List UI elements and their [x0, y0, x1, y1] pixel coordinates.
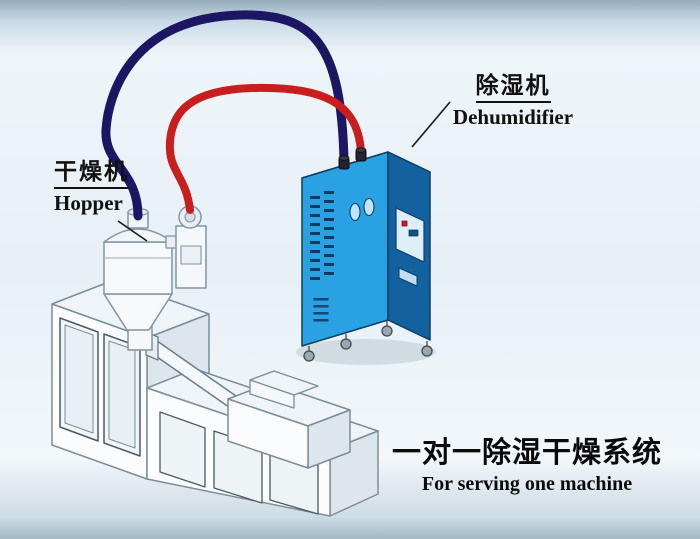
- hopper-body: [103, 241, 173, 295]
- dehumidifier-leader-line: [411, 101, 451, 148]
- caster-wheel-4: [421, 345, 433, 357]
- system-caption-en: For serving one machine: [421, 473, 633, 496]
- system-caption: 一对一除湿干燥系统 For serving one machine: [381, 435, 673, 496]
- caster-wheel-1: [303, 350, 315, 362]
- hopper-label-cn: 干燥机: [54, 159, 129, 190]
- caster-wheel-3: [381, 325, 393, 337]
- hopper-label-en: Hopper: [54, 191, 123, 216]
- hopper-dryer: [103, 205, 207, 331]
- extruder-door-2-inset: [108, 340, 136, 449]
- control-panel-red-lamp: [401, 220, 408, 227]
- cabinet-casters: [303, 321, 433, 362]
- pipe-port-left-top: [338, 155, 350, 161]
- dry-air-pipe-red: [165, 83, 365, 214]
- cabinet-side-label: [398, 267, 418, 287]
- dehumidifier-label: 除湿机 Dehumidifier: [447, 73, 579, 130]
- control-panel-display: [408, 229, 419, 237]
- air-pipes: [101, 10, 365, 221]
- hopper-label: 干燥机 Hopper: [54, 159, 129, 216]
- cabinet-front-oval-2: [363, 197, 375, 217]
- extruder-machine: [51, 279, 379, 517]
- extruder-head-cap-front: [249, 379, 295, 409]
- extruder-door-1-inset: [64, 324, 94, 434]
- pipe-port-right-top: [355, 147, 367, 153]
- dehumidifier-label-en: Dehumidifier: [452, 105, 574, 130]
- extruder-head-front: [227, 398, 309, 469]
- cabinet-pipe-ports: [338, 147, 367, 170]
- cabinet-front-oval-1: [349, 202, 361, 222]
- return-air-pipe-navy: [101, 10, 349, 221]
- dehumidifier-label-cn: 除湿机: [475, 73, 551, 104]
- cabinet-front-face: [301, 151, 389, 347]
- cabinet-shadow: [296, 339, 436, 365]
- hopper-leader-line: [117, 220, 148, 242]
- system-caption-cn: 一对一除湿干燥系统: [391, 435, 662, 469]
- dehumidifier-cabinet: [296, 151, 436, 365]
- caster-wheel-2: [340, 338, 352, 350]
- hopper-dryer-unit-panel: [180, 245, 202, 265]
- extruder-bed-panel-1: [159, 411, 206, 488]
